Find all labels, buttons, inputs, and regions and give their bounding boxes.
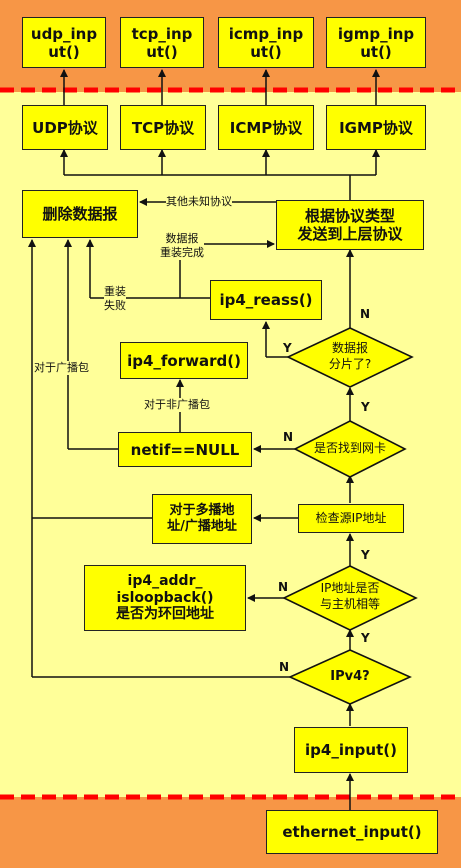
- decision-fragmented-diamond: [286, 327, 414, 388]
- ip4-input-box: ip4_input(): [294, 727, 408, 773]
- label-reassembled: 数据报 重装完成: [160, 232, 204, 260]
- tcp-protocol-box: TCP协议: [120, 105, 206, 150]
- ip4-reass-box: ip4_reass(): [210, 280, 322, 320]
- icmp-input-box: icmp_inp ut(): [218, 17, 314, 68]
- answer-ipv4-no: N: [279, 660, 290, 674]
- decision-ipv4-text: IPv4?: [330, 668, 370, 684]
- decision-fragmented-text: 数据报 分片了?: [328, 341, 372, 371]
- answer-ip-match-yes: Y: [361, 548, 370, 562]
- tcp-input-box: tcp_inp ut(): [120, 17, 204, 68]
- answer-fragmented-no: N: [360, 307, 371, 321]
- ip4-addr-isloopback-box: ip4_addr_ isloopback() 是否为环回地址: [84, 565, 246, 631]
- decision-find-netif-text: 是否找到网卡: [313, 441, 386, 456]
- answer-ip-match-no: N: [278, 580, 289, 594]
- decision-find-netif-diamond: [293, 420, 407, 478]
- check-source-ip-box: 检查源IP地址: [298, 504, 404, 533]
- answer-find-netif-yes: Y: [361, 400, 370, 414]
- label-reass-failed: 重装 失败: [104, 285, 126, 313]
- drop-datagram-box: 删除数据报: [22, 190, 138, 238]
- ip4-forward-box: ip4_forward(): [120, 342, 248, 379]
- igmp-protocol-box: IGMP协议: [326, 105, 426, 150]
- dispatch-upper-layer-box: 根据协议类型 发送到上层协议: [276, 200, 424, 250]
- answer-ip-match-yes-lower: Y: [361, 631, 370, 645]
- label-other-unknown-protocol: 其他未知协议: [166, 195, 232, 209]
- netif-null-box: netif==NULL: [118, 432, 252, 467]
- decision-ip-match-diamond: [282, 565, 418, 631]
- label-for-non-broadcast: 对于非广播包: [144, 398, 210, 412]
- answer-fragmented-yes: Y: [283, 341, 292, 355]
- decision-ipv4-diamond: [288, 649, 412, 705]
- label-for-broadcast: 对于广播包: [34, 361, 89, 375]
- ethernet-input-box: ethernet_input(): [266, 810, 438, 854]
- icmp-protocol-box: ICMP协议: [218, 105, 314, 150]
- answer-find-netif-no: N: [283, 430, 294, 444]
- udp-protocol-box: UDP协议: [22, 105, 108, 150]
- igmp-input-box: igmp_inp ut(): [326, 17, 426, 68]
- decision-ip-match-text: IP地址是否 与主机相等: [319, 581, 380, 611]
- udp-input-box: udp_inp ut(): [22, 17, 106, 68]
- multicast-broadcast-box: 对于多播地 址/广播地址: [152, 494, 252, 544]
